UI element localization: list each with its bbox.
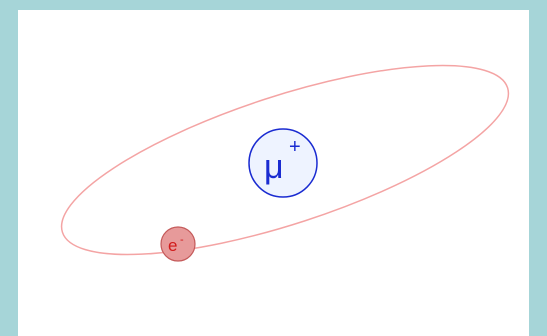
electron-orbit <box>60 64 510 256</box>
muon-symbol: μ <box>264 148 284 186</box>
muon-nucleus: μ + <box>248 128 318 198</box>
electron-circle <box>160 226 196 262</box>
electron-charge: - <box>180 234 184 246</box>
electron-symbol: e <box>168 236 177 255</box>
muon-charge: + <box>289 136 301 158</box>
muon-circle <box>248 128 318 198</box>
electron: e - <box>160 226 196 262</box>
